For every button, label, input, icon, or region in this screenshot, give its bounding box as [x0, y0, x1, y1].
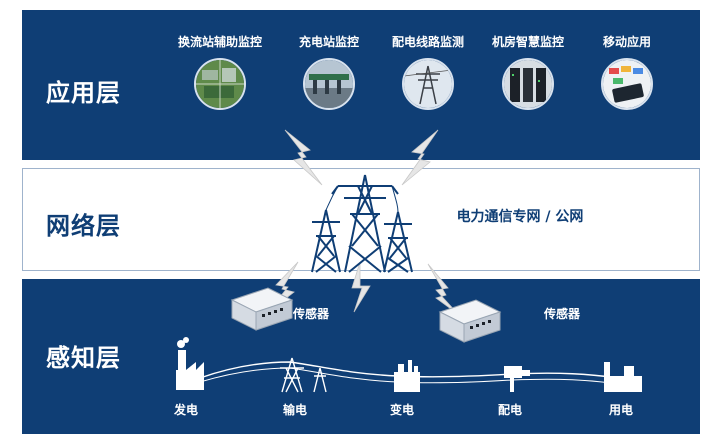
- app-label-converter-station: 换流站辅助监控: [177, 35, 262, 49]
- power-tower-icon: [402, 58, 454, 110]
- substation-aerial-icon: [194, 58, 246, 110]
- lightning-bolt-icon: [401, 129, 439, 186]
- application-layer-title: 应用层: [46, 79, 121, 107]
- application-layer-band: [22, 10, 700, 160]
- chain-label-transmission: 输电: [283, 403, 308, 417]
- chain-label-substation: 变电: [390, 403, 415, 417]
- chain-label-generation: 发电: [174, 403, 199, 417]
- power-plant-icon: [176, 337, 204, 390]
- transmission-tower-icon: [311, 174, 413, 273]
- app-label-distribution-line: 配电线路监测: [391, 35, 464, 49]
- app-label-mobile: 移动应用: [602, 35, 651, 49]
- factory-consumer-icon: [604, 362, 642, 392]
- server-room-icon: [502, 58, 554, 110]
- sensor-device-icon: [230, 287, 294, 331]
- sensor-device-icon: [438, 299, 502, 343]
- sensor-label-left: 传感器: [293, 307, 330, 321]
- network-layer-title: 网络层: [46, 212, 121, 240]
- chain-label-distribution: 配电: [498, 403, 523, 417]
- substation-icon: [394, 360, 420, 392]
- sensor-label-right: 传感器: [544, 307, 581, 321]
- lightning-bolt-icon: [351, 261, 371, 313]
- distribution-pole-icon: [504, 366, 530, 392]
- sensing-layer-title: 感知层: [46, 344, 121, 372]
- chain-label-consumption: 用电: [609, 403, 634, 417]
- network-label: 电力通信专网 / 公网: [456, 209, 584, 225]
- app-label-server-room: 机房智慧监控: [491, 35, 564, 49]
- pylon-icon: [280, 357, 327, 393]
- sensing-layer-band: [22, 279, 700, 434]
- app-label-charging-station: 充电站监控: [298, 35, 359, 49]
- charging-station-icon: [303, 58, 355, 110]
- lightning-bolt-icon: [427, 263, 459, 315]
- mobile-device-icon: [601, 58, 653, 110]
- lightning-bolt-icon: [284, 129, 323, 186]
